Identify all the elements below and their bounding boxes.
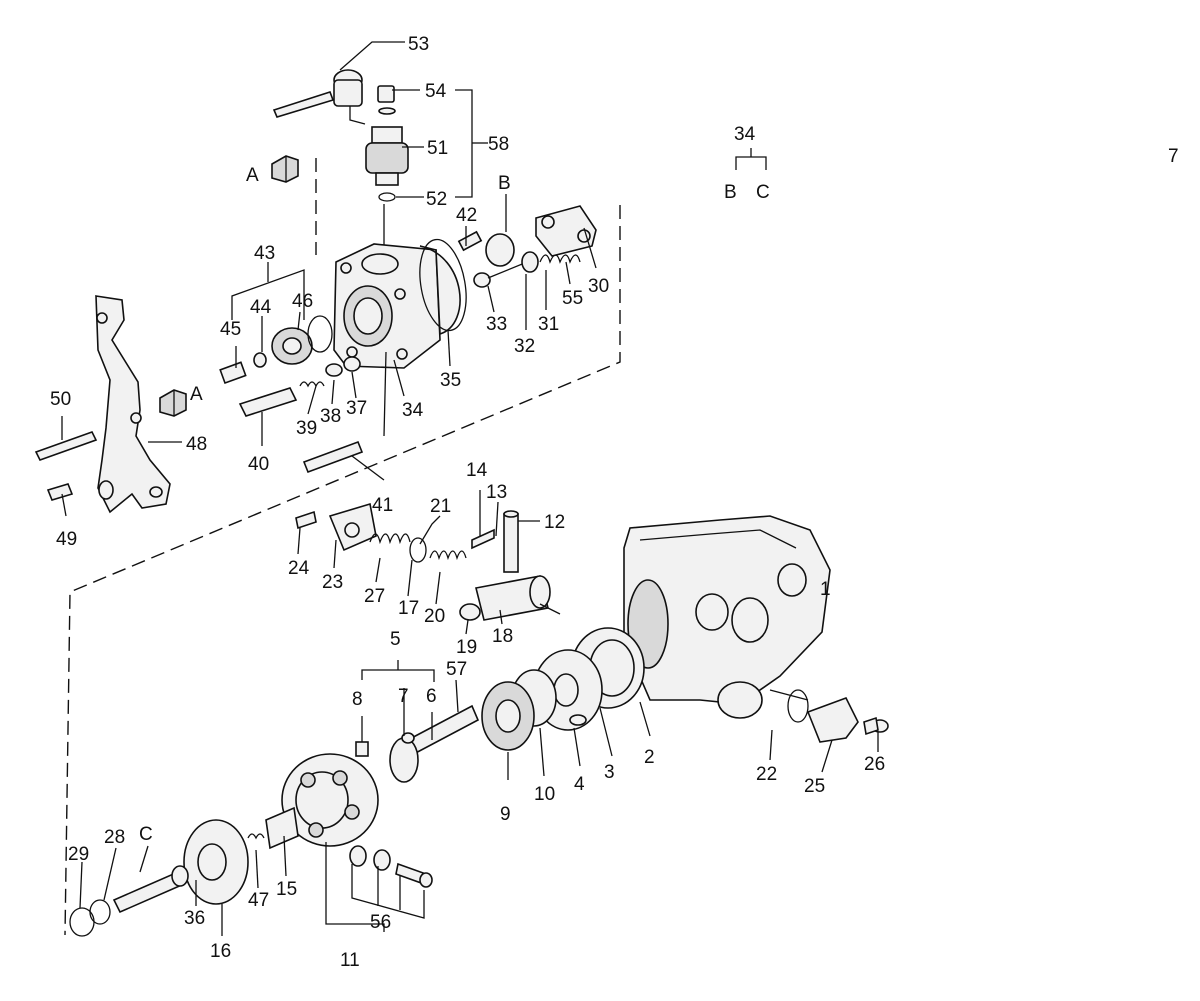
callout-39: 39 bbox=[296, 418, 317, 439]
callout-55: 55 bbox=[562, 288, 583, 309]
callout-27: 27 bbox=[364, 586, 385, 607]
callout-25: 25 bbox=[804, 776, 825, 797]
roller-ring-11 bbox=[281, 753, 379, 847]
solenoid-valve-51 bbox=[365, 85, 409, 250]
view-marker-a-upper-label: A bbox=[246, 165, 259, 186]
drive-shaft bbox=[355, 704, 480, 783]
callout-54: 54 bbox=[425, 81, 447, 102]
assembly-dash-outline bbox=[64, 205, 621, 936]
callout-4: 4 bbox=[574, 774, 585, 795]
callout-17: 17 bbox=[398, 598, 419, 619]
legend-parent-label: 34 bbox=[734, 124, 756, 145]
bracket-48 bbox=[34, 295, 171, 514]
callout-20: 20 bbox=[424, 606, 445, 627]
callout-36: 36 bbox=[184, 908, 205, 929]
callout-45: 45 bbox=[220, 319, 241, 340]
sensor-53 bbox=[272, 69, 366, 125]
middle-parts bbox=[295, 502, 551, 621]
callout-30: 30 bbox=[588, 276, 609, 297]
plates-and-gear bbox=[481, 627, 645, 751]
legend-child-b: B bbox=[724, 182, 737, 203]
callout-18: 18 bbox=[492, 626, 513, 647]
callout-3: 3 bbox=[604, 762, 615, 783]
callout-42: 42 bbox=[456, 205, 477, 226]
lower-left-parts bbox=[69, 806, 433, 937]
callout-41: 41 bbox=[372, 495, 393, 516]
callout-21: 21 bbox=[430, 496, 451, 517]
callout-15: 15 bbox=[276, 879, 297, 900]
callout-48: 48 bbox=[186, 434, 207, 455]
callout-11: 11 bbox=[340, 950, 360, 971]
view-marker-a-lower bbox=[159, 389, 187, 417]
callout-12: 12 bbox=[544, 512, 565, 533]
callout-19: 19 bbox=[456, 637, 477, 658]
callout-37: 37 bbox=[346, 398, 367, 419]
end-cover-25 bbox=[787, 689, 889, 743]
view-marker-a-upper bbox=[271, 155, 299, 183]
callout-10: 10 bbox=[534, 784, 555, 805]
callout-5: 5 bbox=[390, 629, 401, 650]
callout-52: 52 bbox=[426, 189, 447, 210]
callout-23: 23 bbox=[322, 572, 343, 593]
right-upper-parts bbox=[457, 205, 597, 288]
distributor-head-34 bbox=[333, 243, 461, 369]
callout-24: 24 bbox=[288, 558, 310, 579]
callout-32: 32 bbox=[514, 336, 535, 357]
callout-57: 57 bbox=[446, 659, 467, 680]
callout-7: 7 bbox=[398, 686, 409, 707]
callout-8: 8 bbox=[352, 689, 363, 710]
left-upper-parts bbox=[219, 315, 361, 417]
callout-31: 31 bbox=[538, 314, 559, 335]
callout-2: 2 bbox=[644, 747, 655, 768]
callout-44: 44 bbox=[250, 297, 272, 318]
callout-13: 13 bbox=[486, 482, 507, 503]
callout-46: 46 bbox=[292, 291, 313, 312]
bolt-41 bbox=[302, 440, 364, 474]
figure-number: 7 bbox=[1168, 146, 1179, 167]
callout-33: 33 bbox=[486, 314, 507, 335]
callout-43: 43 bbox=[254, 243, 275, 264]
callout-38: 38 bbox=[320, 406, 341, 427]
callout-14: 14 bbox=[466, 460, 488, 481]
callout-50: 50 bbox=[50, 389, 71, 410]
callout-53: 53 bbox=[408, 34, 429, 55]
callout-56: 56 bbox=[370, 912, 391, 933]
legend-child-c: C bbox=[756, 182, 770, 203]
leader-lines bbox=[61, 41, 879, 936]
callout-16: 16 bbox=[210, 941, 231, 962]
o-ring-35 bbox=[419, 238, 467, 332]
callout-28: 28 bbox=[104, 827, 125, 848]
callout-40: 40 bbox=[248, 454, 269, 475]
section-marker-b: B bbox=[498, 173, 511, 194]
callout-22: 22 bbox=[756, 764, 777, 785]
callout-51: 51 bbox=[427, 138, 448, 159]
callout-9: 9 bbox=[500, 804, 511, 825]
pump-housing bbox=[623, 515, 831, 719]
callout-49: 49 bbox=[56, 529, 77, 550]
callout-47: 47 bbox=[248, 890, 269, 911]
callout-35: 35 bbox=[440, 370, 461, 391]
callout-58: 58 bbox=[488, 134, 509, 155]
callout-1: 1 bbox=[820, 579, 831, 600]
callout-26: 26 bbox=[864, 754, 885, 775]
section-marker-c: C bbox=[139, 824, 153, 845]
callout-labels: 1234567891011121314151617181920212223242… bbox=[50, 34, 885, 971]
view-marker-a-lower-label: A bbox=[190, 384, 203, 405]
callout-6: 6 bbox=[426, 686, 437, 707]
callout-29: 29 bbox=[68, 844, 89, 865]
callout-34: 34 bbox=[402, 400, 424, 421]
